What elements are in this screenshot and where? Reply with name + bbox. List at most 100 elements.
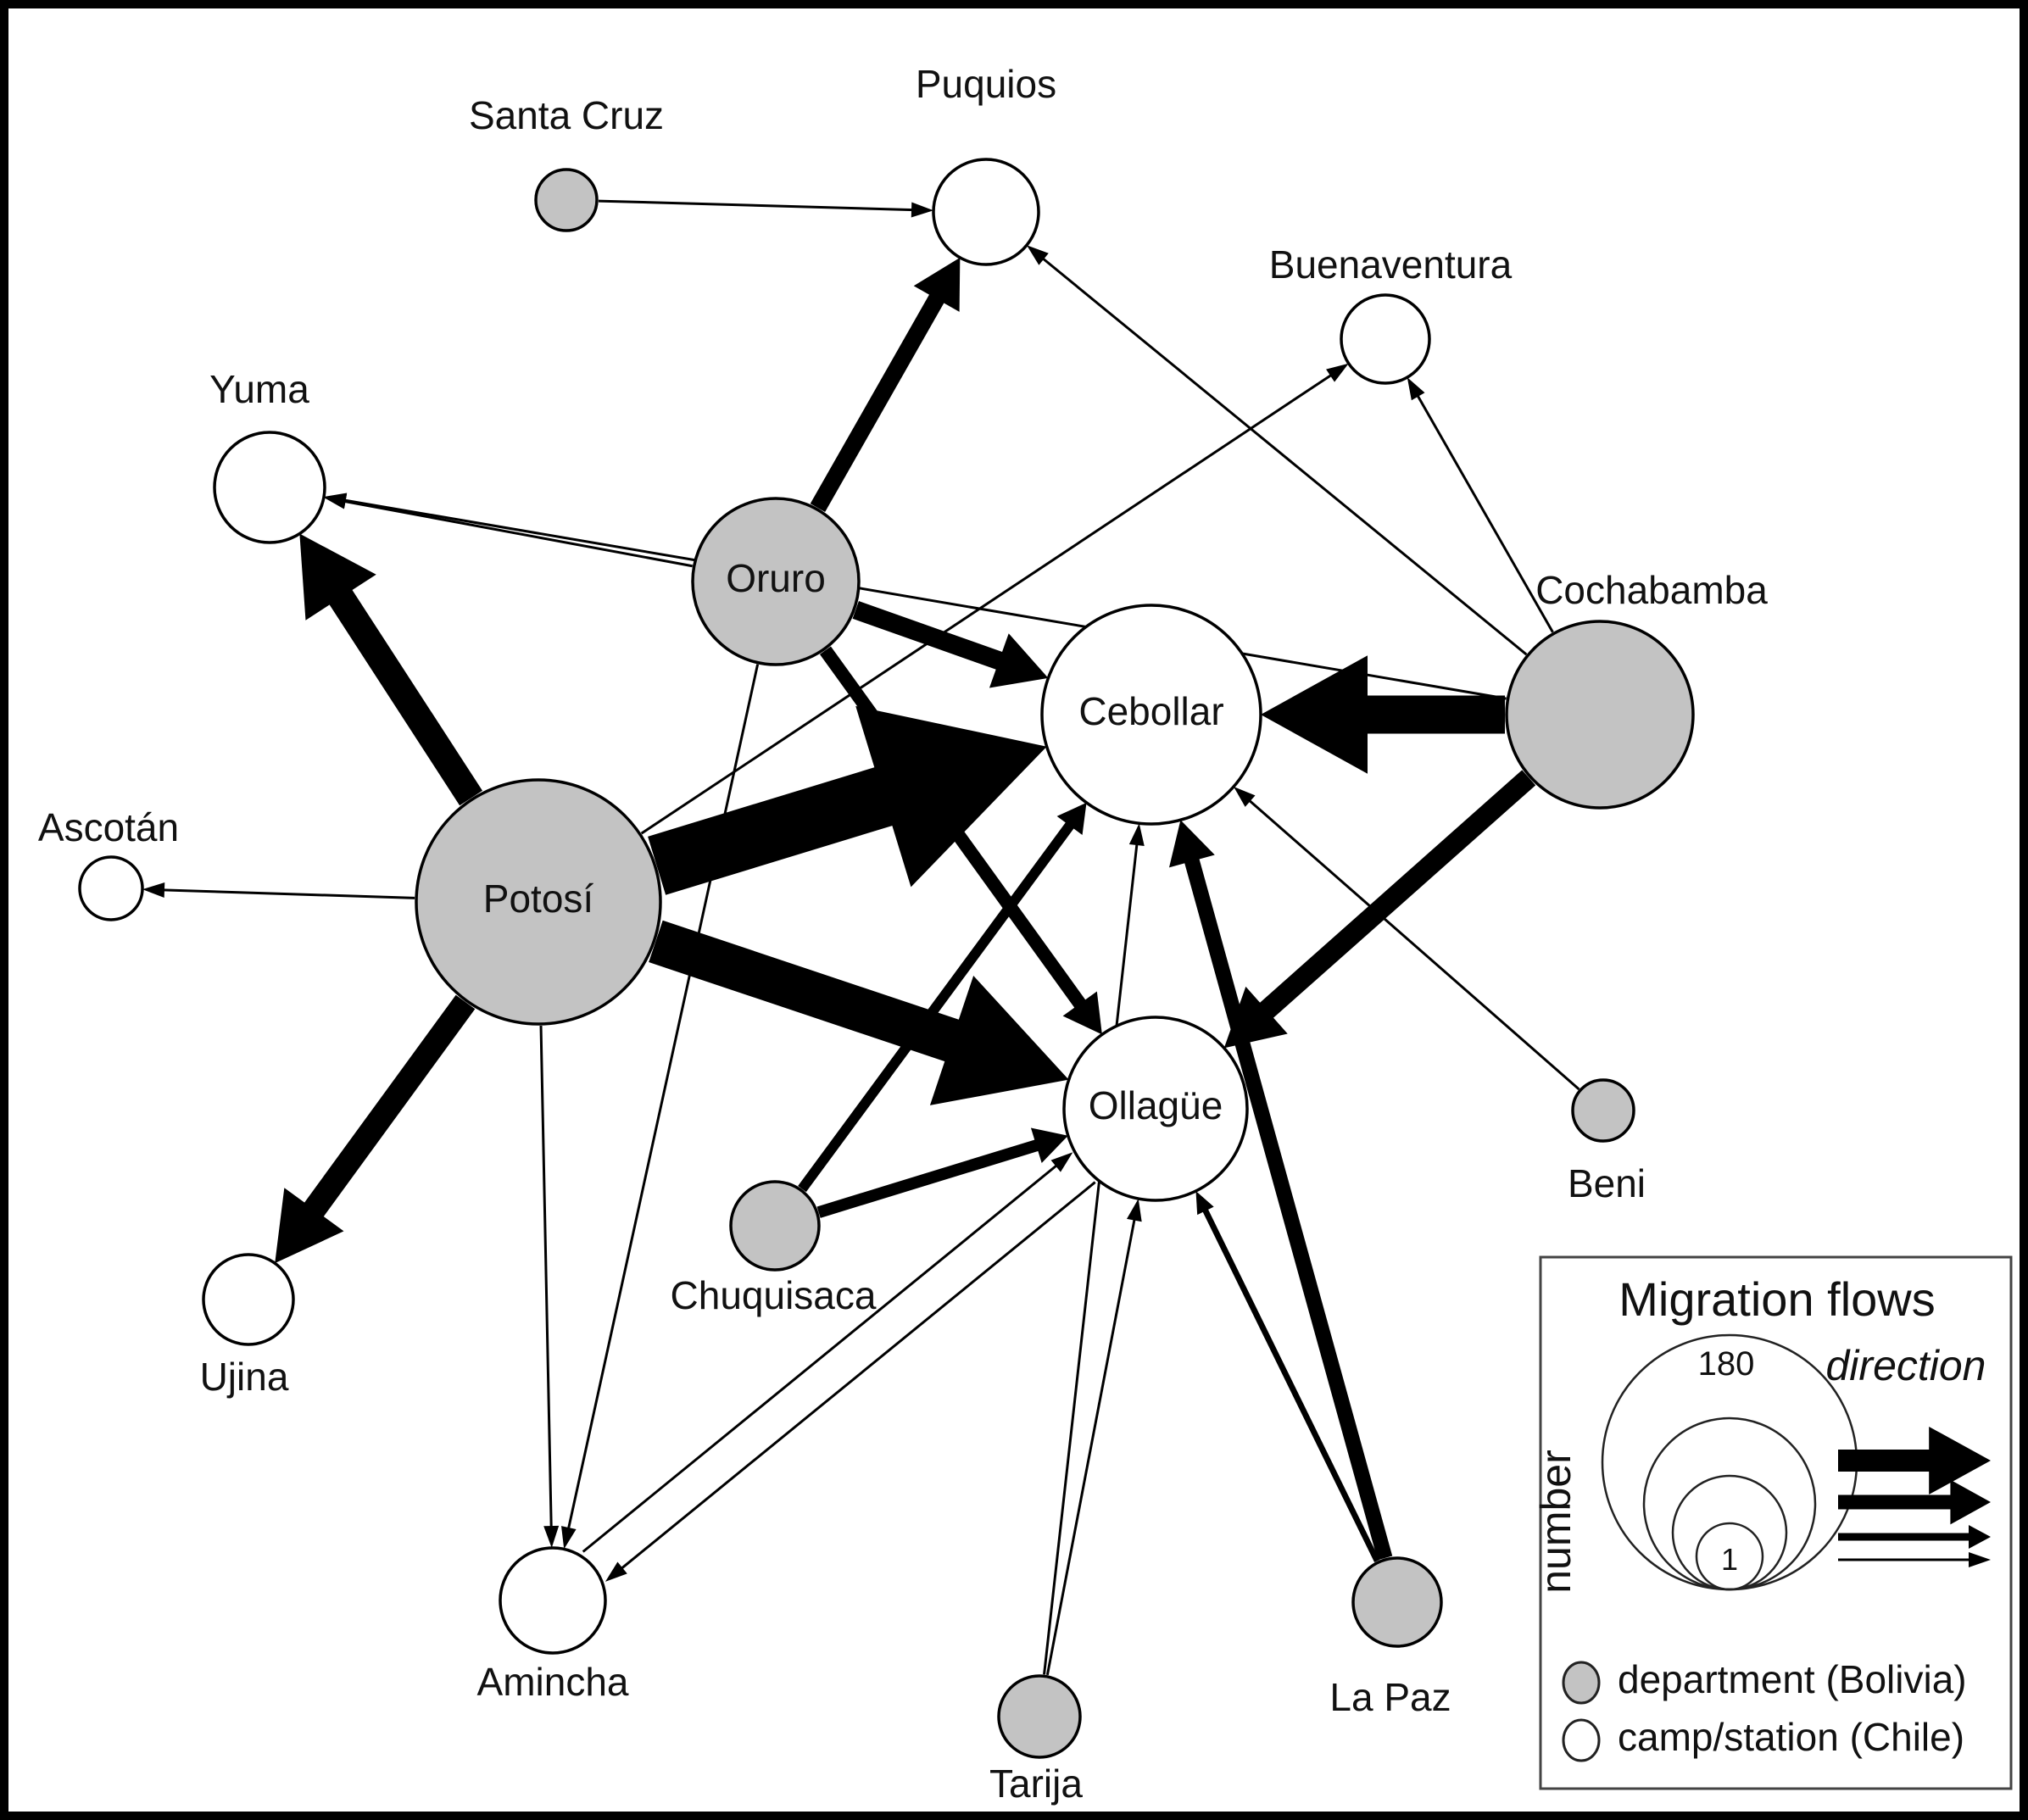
flow-head-amincha-ollague bbox=[1050, 1152, 1073, 1172]
node-label-amincha: Amincha bbox=[477, 1660, 629, 1704]
flow-head-potosi-ascotan bbox=[142, 882, 165, 898]
flow-shaft-tarija-cebollar bbox=[1043, 843, 1139, 1675]
node-label-puquios: Puquios bbox=[916, 62, 1056, 106]
flow-arrow-potosi-buenaventura bbox=[640, 363, 1349, 835]
node-label-tarija: Tarija bbox=[989, 1762, 1083, 1806]
flow-shaft-potosi-ollague bbox=[649, 920, 961, 1062]
flow-shaft-tarija-ollague bbox=[1045, 1218, 1136, 1676]
flow-head-tarija-ollague bbox=[1127, 1199, 1142, 1222]
node-label-oruro: Oruro bbox=[726, 556, 826, 600]
flow-arrow-tarija-ollague bbox=[1045, 1199, 1142, 1676]
flow-shaft-potosi-ujina bbox=[303, 994, 476, 1218]
flow-head-cochabamba-cebollar bbox=[1261, 655, 1368, 774]
flow-arrow-oruro-ollague bbox=[819, 646, 1102, 1035]
flow-shaft-potosi-buenaventura bbox=[640, 373, 1333, 835]
flow-arrow-santa_cruz-puquios bbox=[598, 199, 934, 218]
node-chuquisaca bbox=[729, 1180, 821, 1272]
flow-head-tarija-cebollar bbox=[1128, 823, 1145, 847]
node-cochabamba bbox=[1505, 620, 1695, 810]
flow-head-potosi-amincha bbox=[543, 1525, 560, 1549]
node-ollague bbox=[1062, 1016, 1249, 1202]
node-label-cebollar: Cebollar bbox=[1078, 689, 1223, 733]
flow-head-cochabamba-puquios bbox=[1026, 245, 1049, 265]
flow-arrow-oruro-amincha bbox=[561, 664, 760, 1550]
node-label-cochabamba: Cochabamba bbox=[1535, 568, 1768, 612]
flow-arrow-cochabamba-puquios bbox=[1026, 245, 1528, 656]
node-puquios bbox=[932, 158, 1040, 266]
flow-shaft-cochabamba-ollague bbox=[1258, 770, 1536, 1020]
legend-arrow-head-2 bbox=[1969, 1525, 1991, 1549]
flow-shaft-potosi-ascotan bbox=[162, 888, 415, 899]
flow-head-potosi-buenaventura bbox=[1326, 363, 1349, 382]
legend-arrow-head-1 bbox=[1950, 1479, 1991, 1525]
node-tarija bbox=[997, 1674, 1082, 1759]
flow-shaft-oruro-cebollar bbox=[852, 601, 1004, 671]
flow-head-la_paz-ollague bbox=[1195, 1190, 1214, 1216]
flow-arrow-oruro-puquios bbox=[810, 257, 961, 513]
flow-shaft-beni-cebollar bbox=[1248, 799, 1580, 1091]
flow-arrow-la_paz-cebollar bbox=[1168, 820, 1393, 1561]
flow-arrow-potosi-ascotan bbox=[142, 882, 415, 899]
flow-shaft-la_paz-cebollar bbox=[1184, 857, 1393, 1561]
flow-shaft-cochabamba-yuma bbox=[343, 498, 1507, 700]
node-label-santa_cruz: Santa Cruz bbox=[469, 93, 664, 137]
legend-box bbox=[1539, 1255, 2013, 1790]
node-label-beni: Beni bbox=[1568, 1161, 1646, 1205]
legend-direction-arrow-3 bbox=[1838, 1552, 1991, 1567]
legend-size-min-label: 1 bbox=[1721, 1542, 1738, 1577]
flow-arrow-potosi-amincha bbox=[539, 1025, 560, 1549]
flow-arrow-chuquisaca-cebollar bbox=[798, 802, 1087, 1193]
node-beni bbox=[1571, 1078, 1635, 1143]
legend bbox=[1539, 1255, 2013, 1790]
flow-shaft-cochabamba-buenaventura bbox=[1416, 394, 1554, 633]
node-label-chuquisaca: Chuquisaca bbox=[671, 1273, 877, 1317]
flow-shaft-potosi-cebollar bbox=[648, 766, 894, 895]
node-label-ollague: Ollagüe bbox=[1089, 1083, 1223, 1127]
legend-key-dot-department bbox=[1562, 1661, 1601, 1705]
flow-shaft-oruro-ollague bbox=[819, 646, 1087, 1010]
flow-arrow-potosi-yuma bbox=[299, 533, 483, 806]
flow-shaft-cochabamba-puquios bbox=[1041, 257, 1528, 656]
legend-key-label-camp: camp/station (Chile) bbox=[1618, 1715, 1964, 1759]
flow-head-beni-cebollar bbox=[1234, 787, 1256, 807]
flow-head-oruro-cebollar bbox=[989, 633, 1049, 688]
flow-arrow-ollague-amincha bbox=[604, 1181, 1096, 1582]
legend-direction-arrow-1 bbox=[1838, 1479, 1991, 1525]
node-potosi bbox=[415, 778, 662, 1026]
flow-shaft-la_paz-ollague bbox=[1201, 1208, 1380, 1563]
flow-head-potosi-ujina bbox=[275, 1188, 344, 1264]
flow-head-santa_cruz-puquios bbox=[911, 202, 934, 218]
flow-head-cochabamba-buenaventura bbox=[1407, 377, 1425, 401]
flow-arrow-cochabamba-cebollar bbox=[1261, 655, 1505, 774]
flow-arrow-potosi-ujina bbox=[275, 994, 476, 1264]
flow-head-chuquisaca-cebollar bbox=[1056, 802, 1087, 835]
flow-shaft-oruro-amincha bbox=[566, 664, 760, 1530]
node-label-yuma: Yuma bbox=[209, 367, 309, 411]
legend-direction-arrow-0 bbox=[1838, 1427, 1991, 1494]
flow-shaft-oruro-puquios bbox=[810, 292, 945, 513]
legend-arrow-head-0 bbox=[1929, 1427, 1991, 1494]
node-label-la_paz: La Paz bbox=[1329, 1675, 1451, 1719]
flow-head-oruro-puquios bbox=[913, 257, 961, 312]
node-label-potosi: Potosí bbox=[483, 877, 594, 921]
node-amincha bbox=[499, 1546, 607, 1655]
flow-arrow-cochabamba-yuma bbox=[324, 493, 1507, 700]
flow-arrow-cochabamba-buenaventura bbox=[1407, 377, 1554, 633]
flow-head-oruro-ollague bbox=[1062, 991, 1102, 1035]
flow-shaft-chuquisaca-ollague bbox=[816, 1138, 1040, 1218]
legend-direction-arrow-2 bbox=[1838, 1525, 1991, 1549]
flow-arrow-chuquisaca-ollague bbox=[816, 1127, 1068, 1218]
node-label-buenaventura: Buenaventura bbox=[1269, 242, 1513, 287]
node-ujina bbox=[202, 1253, 295, 1346]
flow-arrow-oruro-cebollar bbox=[852, 601, 1049, 688]
flow-head-oruro-amincha bbox=[561, 1526, 577, 1550]
flow-shaft-santa_cruz-puquios bbox=[598, 199, 914, 212]
legend-key-label-department: department (Bolivia) bbox=[1618, 1657, 1967, 1701]
node-santa_cruz bbox=[534, 168, 599, 232]
flow-arrow-potosi-ollague bbox=[649, 920, 1069, 1105]
legend-size-circle-3 bbox=[1695, 1522, 1764, 1591]
node-buenaventura bbox=[1340, 293, 1431, 385]
